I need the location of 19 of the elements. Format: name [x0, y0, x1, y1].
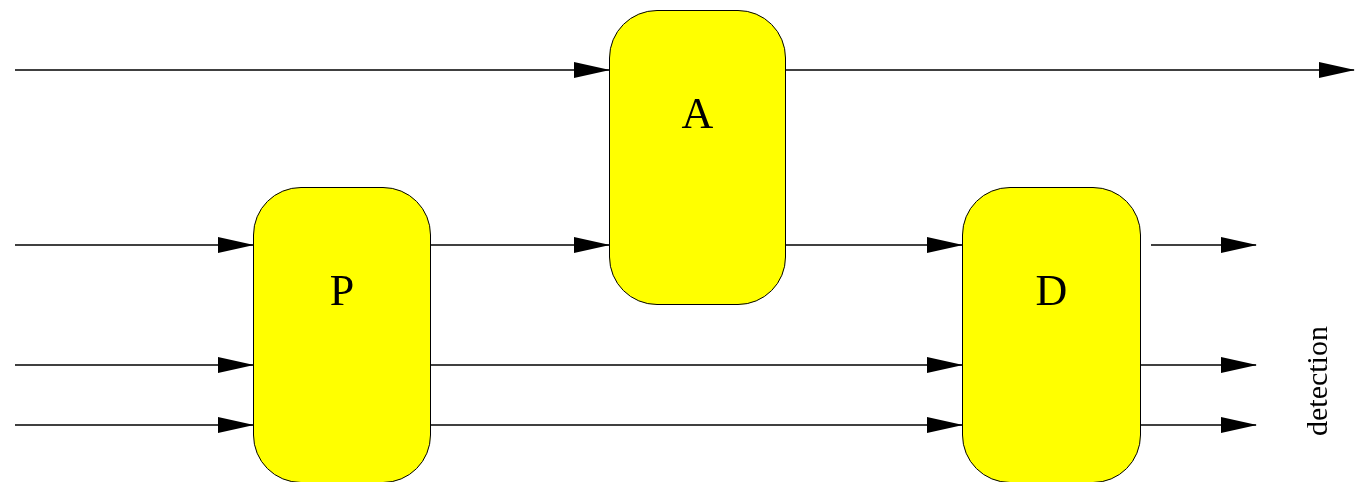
- arrow: [430, 357, 963, 373]
- arrow: [14, 62, 610, 78]
- arrow: [1140, 417, 1257, 433]
- box-label: P: [328, 266, 356, 316]
- process-box: [962, 187, 1141, 482]
- box-label: A: [680, 89, 715, 139]
- box-label: D: [1034, 266, 1069, 316]
- arrow: [430, 237, 610, 253]
- arrow: [14, 417, 254, 433]
- arrow: [1150, 237, 1257, 253]
- arrow: [14, 357, 254, 373]
- vertical-label: detection: [1300, 326, 1334, 436]
- process-box: [253, 187, 431, 482]
- arrow: [14, 237, 254, 253]
- arrow: [785, 62, 1355, 78]
- arrow: [1140, 357, 1257, 373]
- arrow: [785, 237, 963, 253]
- process-box: [609, 10, 786, 305]
- arrow: [430, 417, 963, 433]
